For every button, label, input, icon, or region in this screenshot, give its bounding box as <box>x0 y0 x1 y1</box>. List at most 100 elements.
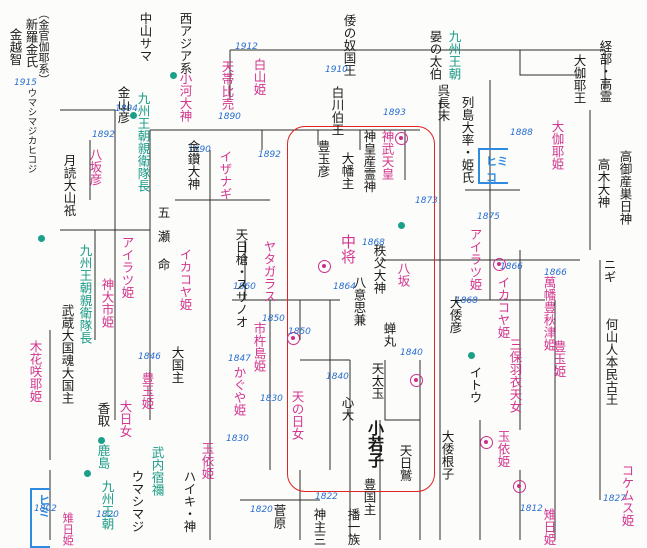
person-name: 三保羽衣天女 <box>507 338 523 413</box>
year-label: 1802 <box>34 504 57 514</box>
himiko-box: ヒミコ <box>478 148 508 184</box>
person-name: 天日槍・スサノオ <box>233 228 249 328</box>
person-name: 新羅金氏 <box>23 18 39 68</box>
year-label: 1830 <box>260 394 283 404</box>
person-name: ウマシマジ <box>129 470 145 533</box>
person-name: イカコヤ姫 <box>177 248 193 311</box>
person-name: 豊玉姫 <box>139 372 155 410</box>
year-label: 1840 <box>400 348 423 358</box>
person-name: 雉日姫 <box>61 512 76 546</box>
marker-dot <box>170 72 177 79</box>
person-name: 五 <box>155 206 171 219</box>
year-label: 1868 <box>362 238 385 248</box>
year-label: 1912 <box>235 42 258 52</box>
person-name: 秩父大神 <box>371 244 387 294</box>
person-name: イトウ <box>467 366 483 404</box>
year-label: 1866 <box>500 262 523 272</box>
year-label: 1873 <box>415 196 438 206</box>
year-label: 1847 <box>228 354 251 364</box>
person-name: 中将 <box>339 234 357 264</box>
person-name: 蝉丸 <box>381 322 397 347</box>
year-label: 1894 <box>115 104 138 114</box>
year-label: 1890 <box>218 112 241 122</box>
person-name: 豊国主 <box>361 478 377 516</box>
person-name: 大倭根子 <box>439 430 455 480</box>
marker-ring <box>395 132 408 145</box>
year-label: 1830 <box>226 434 249 444</box>
year-label: 1846 <box>138 352 161 362</box>
person-name: イカコヤ姫 <box>495 276 511 339</box>
year-label: 1910 <box>325 65 348 75</box>
year-label: 1822 <box>315 492 338 502</box>
person-name: 九州王朝 <box>99 480 115 530</box>
person-name: ヤタガラス <box>261 240 277 303</box>
marker-ring <box>410 374 423 387</box>
person-name: 大国主 <box>169 346 185 384</box>
person-name: 神武天皇 <box>379 130 395 180</box>
himiko-label: ヒミコ <box>486 155 508 184</box>
person-name: 武蔵大国魂大国主 <box>59 304 75 404</box>
person-name: 列島大率・姫氏 <box>459 96 475 184</box>
person-name: 白川伯王 <box>329 86 345 136</box>
himi-label: ヒミ <box>37 494 51 518</box>
year-label: 1892 <box>258 150 281 160</box>
highlight-frame <box>287 126 435 492</box>
marker-dot <box>84 470 91 477</box>
person-name: 命 <box>155 258 171 271</box>
person-name: 豊玉姫 <box>551 340 567 378</box>
person-name: 九州王朝親衛隊長 <box>77 244 93 344</box>
person-name: 九州王朝 <box>446 30 462 80</box>
person-name: 雉日姫 <box>541 508 557 546</box>
year-label: 1866 <box>544 268 567 278</box>
marker-dot <box>468 352 475 359</box>
person-name: 倭の奴国王 <box>341 14 357 77</box>
marker-ring <box>493 258 506 271</box>
person-name: 天の日女 <box>289 390 305 440</box>
year-label: 1840 <box>326 372 349 382</box>
person-name: 鹿島 <box>95 444 111 469</box>
person-name: 金鑽大神 <box>185 140 201 190</box>
person-name: イザナギ <box>217 150 233 200</box>
person-name: 神大市姫 <box>99 278 115 328</box>
person-name: 八意思兼 <box>351 276 367 326</box>
person-name: 武内宿禰 <box>149 446 165 496</box>
year-label: 1915 <box>14 78 37 88</box>
person-name: 西アジア系 <box>177 12 193 75</box>
person-name: 大伽耶姫 <box>549 120 565 170</box>
person-name: 玉依姫 <box>199 442 215 480</box>
person-name: 小若子 <box>365 420 384 468</box>
marker-ring <box>480 436 493 449</box>
person-name: 八坂 <box>395 262 411 287</box>
person-name: アイラツ姫 <box>467 228 483 291</box>
person-name: 金山彦 <box>115 86 131 124</box>
person-name: 木花咲耶姫 <box>27 340 43 403</box>
person-name: かぐや姫 <box>231 366 247 416</box>
person-name: ウマシマジカヒコジ <box>25 88 37 174</box>
year-label: 1850 <box>262 314 285 324</box>
person-name: 中山サマ <box>137 12 153 62</box>
person-name: 月読大山祇 <box>61 154 77 217</box>
person-name: ニギ <box>601 258 617 283</box>
person-name: 心大 <box>339 396 355 421</box>
person-name: 神皇産霊神 <box>361 130 377 193</box>
year-label: 1893 <box>383 108 406 118</box>
person-name: 九州王朝親衛隊長 <box>135 92 151 192</box>
person-name: 玉依姫 <box>495 430 511 468</box>
person-name: 経部・高霊 <box>597 40 613 103</box>
person-name: 播一族 <box>345 508 361 546</box>
person-name: 白山姫 <box>251 58 267 96</box>
marker-dot <box>398 222 405 229</box>
person-name: 八坂彦 <box>87 148 103 186</box>
year-label: 1868 <box>455 296 478 306</box>
marker-ring <box>513 480 526 493</box>
person-name: 大伽耶王 <box>571 54 587 104</box>
person-name: 香取 <box>95 402 111 427</box>
person-name: 菅原 <box>271 504 287 529</box>
person-name: 萬幡豊秋津姫 <box>541 276 557 351</box>
person-name: アイラツ姫 <box>119 236 135 299</box>
person-name: 豊玉彦 <box>315 140 331 178</box>
person-name: 何山人本民古王 <box>603 318 619 406</box>
marker-ring <box>318 260 331 273</box>
year-label: 1820 <box>250 505 273 515</box>
